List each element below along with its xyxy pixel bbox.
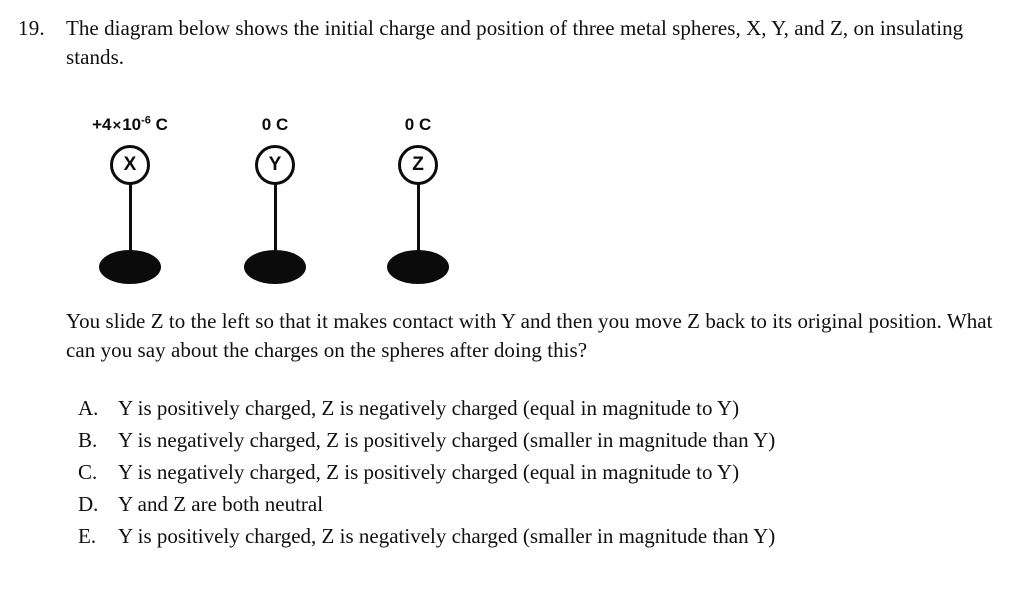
choice-d[interactable]: D. Y and Z are both neutral: [78, 488, 978, 520]
spheres-diagram: +4×10-6 C X 0 C Y 0 C Z: [0, 105, 520, 285]
stand-base-y: [244, 250, 306, 284]
stand-stem-y: [274, 183, 277, 261]
choice-a-text: Y is positively charged, Z is negatively…: [118, 396, 740, 420]
sphere-y-label: Y: [268, 153, 282, 175]
choice-a-letter: A.: [78, 396, 99, 420]
sphere-z-label: Z: [412, 153, 424, 175]
charge-unit-x: C: [155, 115, 168, 134]
charge-value-x: +4: [92, 115, 112, 134]
choice-b[interactable]: B. Y is negatively charged, Z is positiv…: [78, 424, 978, 456]
question-number: 19.: [18, 16, 45, 40]
stand-stem-z: [417, 183, 420, 261]
choice-b-letter: B.: [78, 428, 98, 452]
charge-base-x: 10: [122, 115, 142, 134]
charge-exponent-x: -6: [141, 114, 151, 127]
question-block: 19. The diagram below shows the initial …: [18, 14, 1008, 72]
choice-e-text: Y is positively charged, Z is negatively…: [118, 524, 776, 548]
question-prompt: The diagram below shows the initial char…: [66, 16, 964, 69]
choice-c-letter: C.: [78, 460, 98, 484]
choice-d-letter: D.: [78, 492, 99, 516]
charge-label-y: 0 C: [261, 115, 289, 134]
followup-paragraph: You slide Z to the left so that it makes…: [66, 309, 993, 362]
stand-stem-x: [129, 183, 132, 261]
apparatus-z: 0 C Z: [358, 105, 478, 284]
charge-label-x: +4×10-6 C: [70, 114, 190, 134]
answer-choices: A. Y is positively charged, Z is negativ…: [78, 392, 978, 552]
multiply-sign-x: ×: [112, 117, 122, 134]
choice-a[interactable]: A. Y is positively charged, Z is negativ…: [78, 392, 978, 424]
choice-e-letter: E.: [78, 524, 97, 548]
sphere-z: Z: [398, 145, 438, 185]
stand-base-lip-x: [102, 264, 158, 268]
choice-e[interactable]: E. Y is positively charged, Z is negativ…: [78, 520, 978, 552]
apparatus-y: 0 C Y: [215, 105, 335, 284]
apparatus-x: +4×10-6 C X: [70, 105, 190, 284]
choice-c-text: Y is negatively charged, Z is positively…: [118, 460, 740, 484]
stand-base-lip-z: [390, 264, 446, 268]
stand-base-x: [99, 250, 161, 284]
sphere-y: Y: [255, 145, 295, 185]
sphere-x-label: X: [123, 153, 137, 175]
choice-d-text: Y and Z are both neutral: [118, 492, 324, 516]
stand-base-z: [387, 250, 449, 284]
charge-label-z: 0 C: [404, 115, 432, 134]
choice-b-text: Y is negatively charged, Z is positively…: [118, 428, 776, 452]
choice-c[interactable]: C. Y is negatively charged, Z is positiv…: [78, 456, 978, 488]
stand-base-lip-y: [247, 264, 303, 268]
sphere-x: X: [110, 145, 150, 185]
